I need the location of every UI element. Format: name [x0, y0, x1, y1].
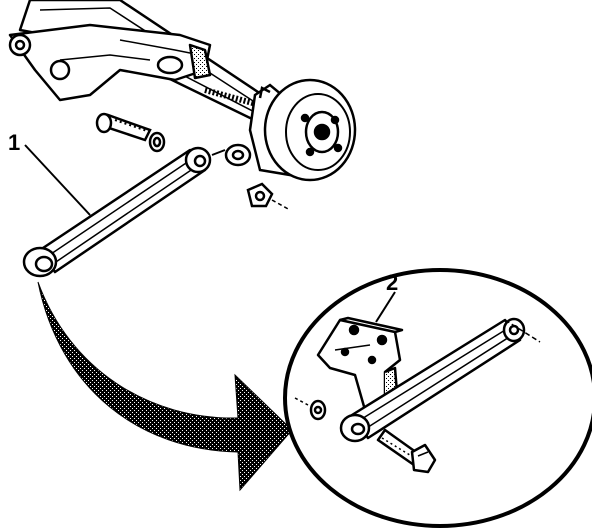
callout-2-leader — [375, 291, 396, 323]
callout-1-leader — [24, 144, 91, 216]
lower-nut — [246, 182, 291, 211]
lateral-link — [22, 146, 226, 278]
upper-mounting-bolt — [95, 112, 166, 153]
rear-axle-assembly — [8, 0, 302, 167]
wheel-hub — [248, 78, 357, 182]
detail-view: 2 — [283, 268, 592, 528]
detail-arrow — [37, 281, 293, 492]
callout-1-label: 1 — [8, 130, 20, 155]
callout-2-label: 2 — [386, 270, 398, 295]
detail-bolt — [376, 428, 437, 474]
detail-washer — [294, 397, 327, 421]
lateral-link-detail — [339, 317, 541, 443]
